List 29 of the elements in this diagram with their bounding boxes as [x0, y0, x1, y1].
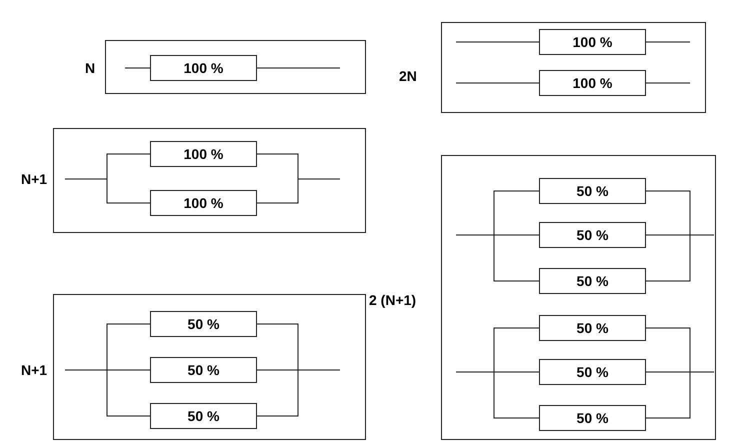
connector-line [456, 234, 540, 282]
capacity-box: 100 % [539, 70, 646, 96]
connector-line [646, 372, 714, 418]
capacity-box: 100 % [150, 55, 257, 81]
connector-line [456, 82, 540, 84]
connector-line [646, 234, 714, 282]
capacity-box: 100 % [150, 141, 257, 167]
connector-line [64, 178, 150, 204]
capacity-box: 50 % [539, 268, 646, 294]
capacity-box: 50 % [539, 405, 646, 431]
capacity-box: 100 % [150, 190, 257, 216]
capacity-box: 100 % [539, 29, 646, 55]
configuration-label: N+1 [21, 171, 48, 187]
connector-line [64, 370, 150, 416]
capacity-box: 50 % [539, 178, 646, 204]
configuration-label: N+1 [21, 362, 48, 378]
connector-line [646, 82, 690, 84]
connector-line [256, 370, 340, 416]
connector-line [456, 372, 540, 418]
configuration-label: 2 (N+1) [369, 292, 416, 308]
capacity-box: 50 % [150, 357, 257, 383]
connector-line [256, 178, 340, 204]
capacity-box: 50 % [539, 315, 646, 341]
configuration-label: 2N [399, 68, 417, 84]
capacity-box: 50 % [539, 359, 646, 385]
capacity-box: 50 % [150, 403, 257, 429]
capacity-box: 50 % [539, 222, 646, 248]
configuration-label: N [85, 60, 96, 76]
capacity-box: 50 % [150, 311, 257, 337]
